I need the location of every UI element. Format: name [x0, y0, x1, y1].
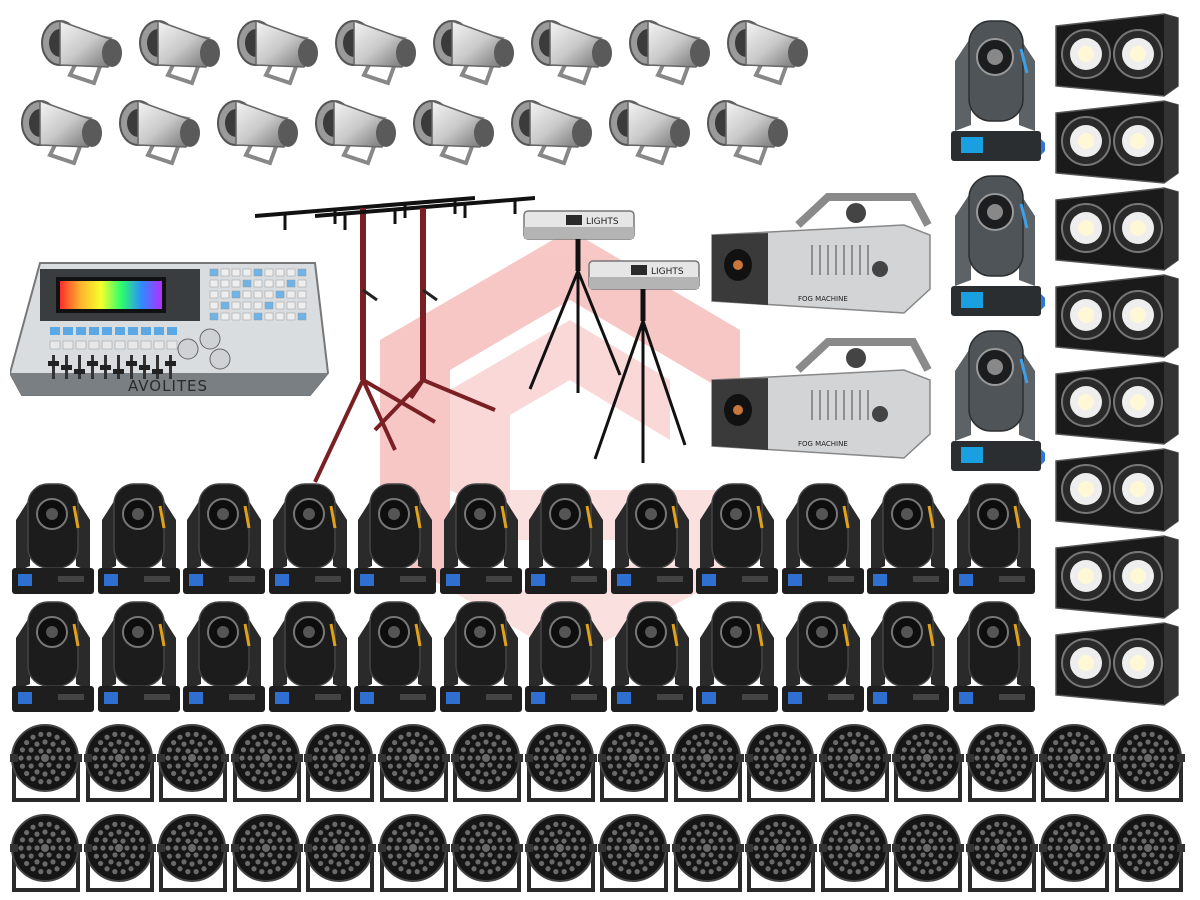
- led-par-icon: [524, 814, 597, 892]
- beam-moving-head-icon: [439, 601, 522, 712]
- led-par-icon: [83, 724, 156, 802]
- led-par-icon: [671, 724, 744, 802]
- cob-blinder-icon: [1055, 535, 1179, 619]
- led-par-icon: [157, 724, 229, 802]
- par-can-icon: [511, 99, 592, 166]
- led-par-icon: [304, 814, 376, 892]
- beam-moving-head-icon: [183, 601, 265, 712]
- moving-head-icon: [951, 175, 1045, 316]
- led-par-icon: [230, 724, 303, 802]
- follow-spot-label: LIGHTS: [651, 267, 684, 277]
- beam-moving-head-icon: [867, 601, 949, 712]
- led-par-icon: [377, 724, 450, 802]
- beam-moving-head-icon: [97, 483, 180, 594]
- par-can-icon: [315, 99, 396, 166]
- follow-spot-icon: LIGHTS: [523, 210, 635, 393]
- beam-moving-head-icon: [12, 601, 94, 712]
- led-par-icon: [598, 724, 670, 802]
- beam-moving-head-icon: [610, 601, 693, 712]
- par-can-icon: [629, 19, 710, 86]
- beam-moving-head-icon: [268, 601, 351, 712]
- led-par-icon: [1112, 814, 1185, 892]
- led-par-icon: [10, 724, 82, 802]
- par-can-icon: [119, 99, 200, 166]
- fog-machine-label: FOG MACHINE: [798, 295, 848, 303]
- led-par-icon: [598, 814, 670, 892]
- beam-moving-head-icon: [610, 483, 693, 594]
- led-par-icon: [451, 814, 523, 892]
- led-par-icon: [965, 814, 1038, 892]
- beam-moving-head-icon: [268, 483, 351, 594]
- cob-blinder-icon: [1055, 448, 1179, 532]
- par-can-icon: [433, 19, 514, 86]
- par-can-icon: [41, 19, 122, 86]
- beam-moving-head-icon: [12, 483, 94, 594]
- led-par-icon: [892, 724, 964, 802]
- led-par-icon: [745, 814, 817, 892]
- beam-moving-head-icon: [696, 483, 778, 594]
- follow-spot-icon: LIGHTS: [588, 260, 700, 463]
- cob-blinder-icon: [1055, 622, 1179, 706]
- par-can-icon: [217, 99, 298, 166]
- par-can-icon: [609, 99, 690, 166]
- par-can-icon: [531, 19, 612, 86]
- beam-moving-head-icon: [183, 483, 265, 594]
- tripod-stand-icon: [315, 196, 535, 432]
- led-par-icon: [83, 814, 156, 892]
- beam-moving-head-icon: [781, 483, 864, 594]
- led-par-icon: [10, 814, 82, 892]
- cob-blinder-icon: [1055, 274, 1179, 358]
- tripod-stand-icon: [255, 196, 475, 483]
- beam-moving-head-icon: [354, 601, 436, 712]
- par-can-icon: [21, 99, 102, 166]
- par-can-icon: [335, 19, 416, 86]
- led-par-icon: [157, 814, 229, 892]
- beam-moving-head-icon: [952, 601, 1035, 712]
- led-par-icon: [671, 814, 744, 892]
- beam-moving-head-icon: [354, 483, 436, 594]
- cob-blinder-icon: [1055, 13, 1179, 97]
- led-par-icon: [377, 814, 450, 892]
- beam-moving-head-icon: [867, 483, 949, 594]
- beam-moving-head-icon: [781, 601, 864, 712]
- beam-moving-head-icon: [952, 483, 1035, 594]
- par-can-icon: [237, 19, 318, 86]
- led-par-icon: [1112, 724, 1185, 802]
- beam-moving-head-icon: [525, 601, 607, 712]
- moving-head-icon: [951, 330, 1045, 471]
- led-par-icon: [892, 814, 964, 892]
- dmx-console-icon: AVOLITES: [10, 262, 330, 396]
- follow-spot-label: LIGHTS: [586, 217, 619, 227]
- fog-machine-icon: FOG MACHINE: [711, 338, 932, 459]
- led-par-icon: [818, 814, 891, 892]
- led-par-icon: [818, 724, 891, 802]
- fog-machine-icon: FOG MACHINE: [711, 193, 932, 314]
- beam-moving-head-icon: [696, 601, 778, 712]
- fog-machine-label: FOG MACHINE: [798, 440, 848, 448]
- beam-moving-head-icon: [439, 483, 522, 594]
- led-par-icon: [745, 724, 817, 802]
- cob-blinder-icon: [1055, 361, 1179, 445]
- cob-blinder-icon: [1055, 187, 1179, 271]
- led-par-icon: [304, 724, 376, 802]
- led-par-icon: [524, 724, 597, 802]
- par-can-icon: [707, 99, 788, 166]
- cob-blinder-icon: [1055, 100, 1179, 184]
- moving-head-icon: [951, 20, 1045, 161]
- led-par-icon: [965, 724, 1038, 802]
- par-can-icon: [413, 99, 494, 166]
- par-can-icon: [727, 19, 808, 86]
- led-par-icon: [1039, 814, 1111, 892]
- par-can-icon: [139, 19, 220, 86]
- led-par-icon: [451, 724, 523, 802]
- beam-moving-head-icon: [525, 483, 607, 594]
- console-brand-label: AVOLITES: [128, 377, 208, 395]
- led-par-icon: [230, 814, 303, 892]
- led-par-icon: [1039, 724, 1111, 802]
- beam-moving-head-icon: [97, 601, 180, 712]
